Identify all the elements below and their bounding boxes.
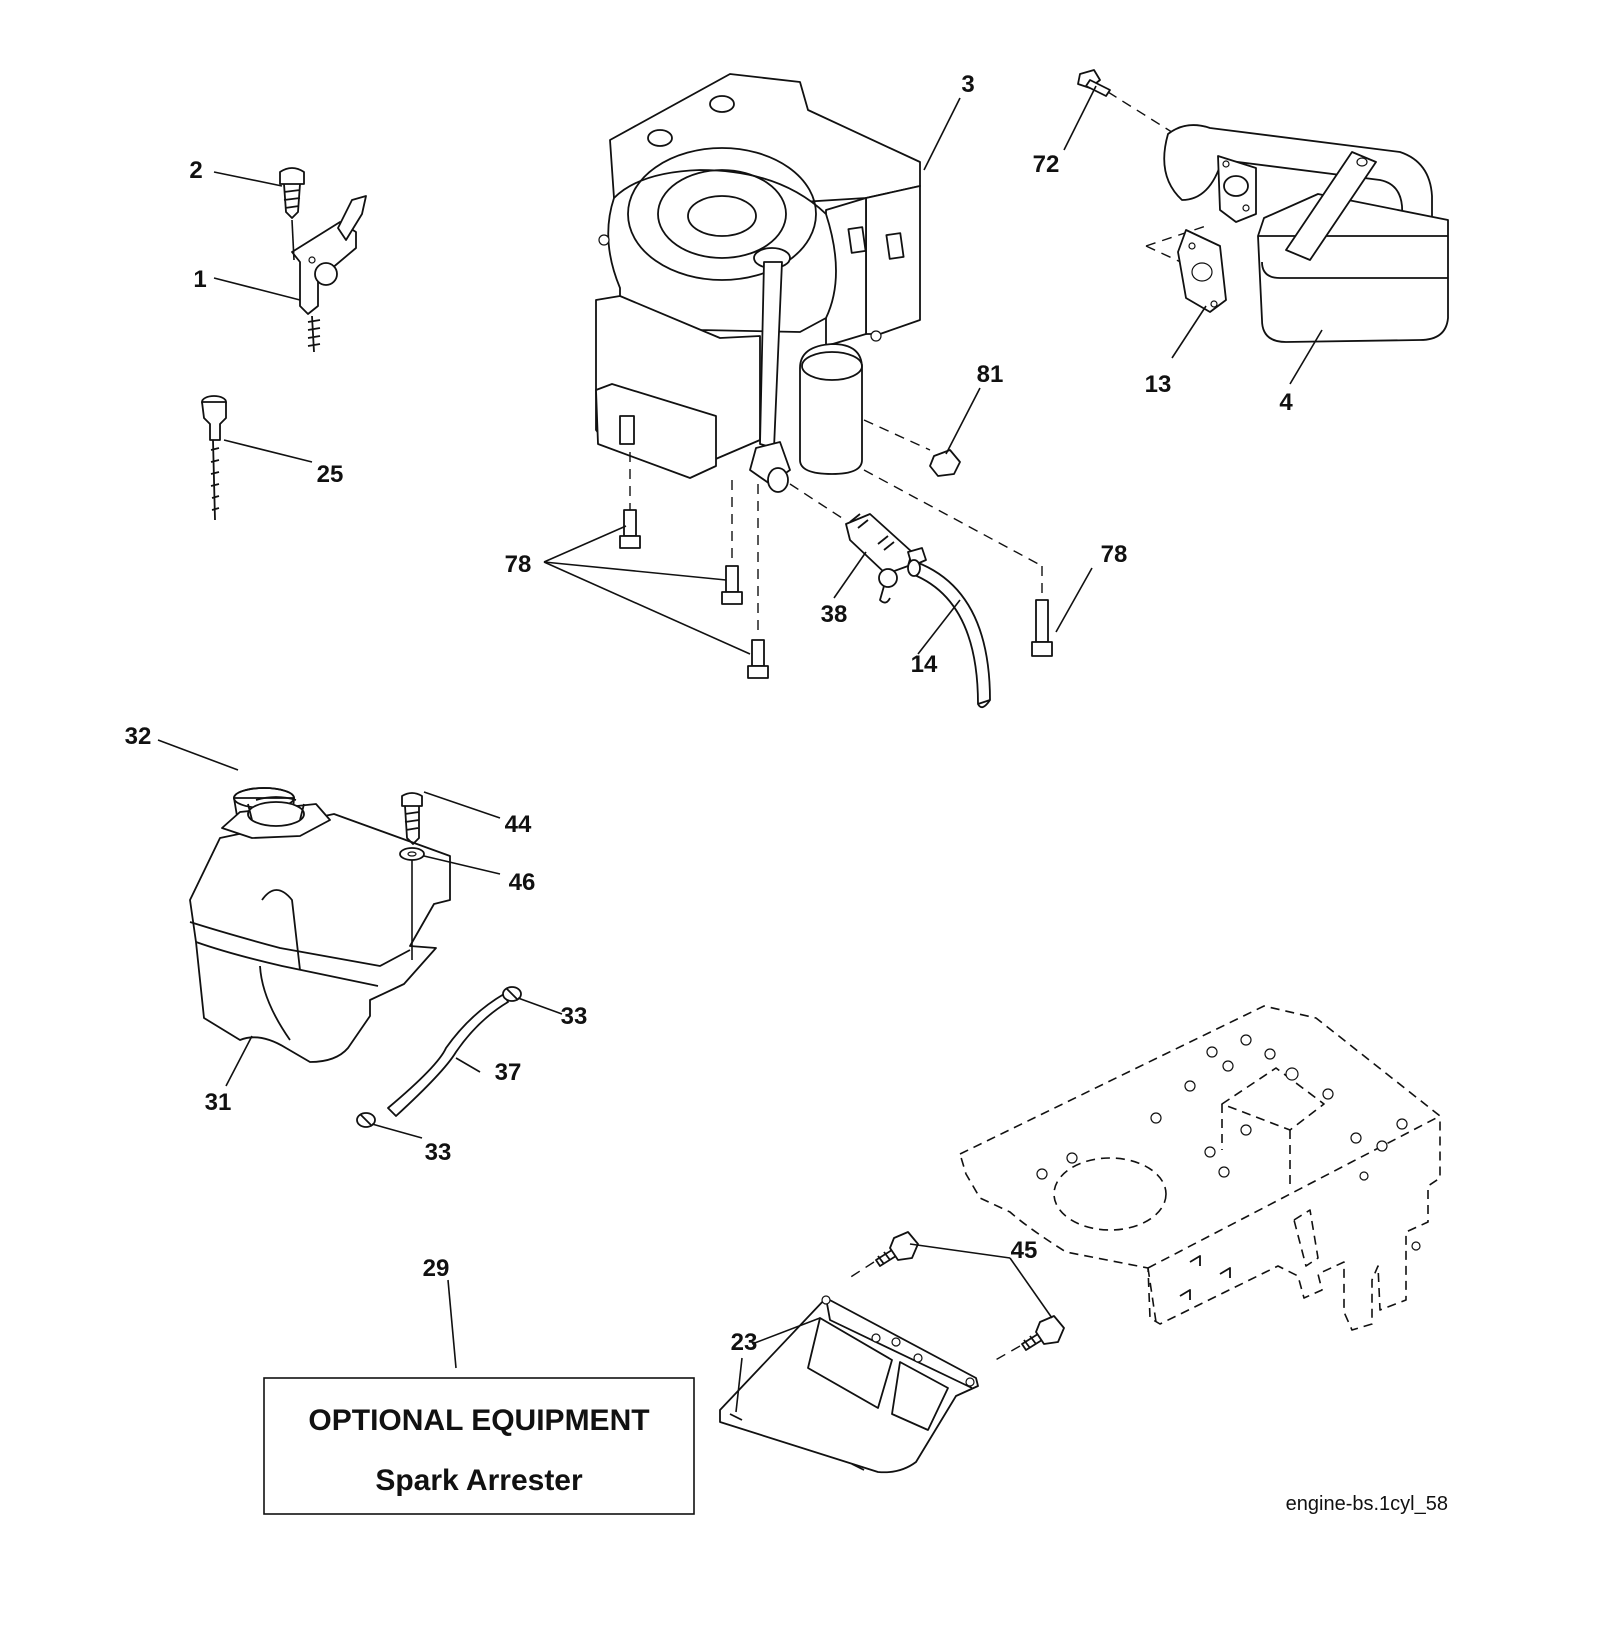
engine-part (595, 73, 921, 493)
optional-equipment-box: OPTIONAL EQUIPMENT Spark Arrester (263, 1377, 695, 1515)
callout-14: 14 (911, 651, 938, 678)
callout-31: 31 (205, 1089, 232, 1116)
optional-equipment-item: Spark Arrester (375, 1464, 583, 1497)
shield-screw-part-45a (845, 1231, 919, 1281)
tank-screw-part-44 (401, 792, 423, 845)
hose-clamp-part-33b (356, 1112, 376, 1128)
callout-29: 29 (423, 1255, 450, 1282)
shield-screw-part-45b (991, 1315, 1065, 1363)
leader-lines (157, 85, 1323, 1413)
callout-37: 37 (495, 1059, 522, 1086)
document-id: engine-bs.1cyl_58 (1286, 1493, 1448, 1515)
callout-78-right: 78 (1101, 541, 1128, 568)
callout-3: 3 (961, 71, 974, 98)
choke-knob-part (201, 395, 227, 521)
optional-equipment-title: OPTIONAL EQUIPMENT (308, 1404, 649, 1437)
exhaust-bolt-part-72 (1077, 69, 1211, 157)
gasket-part-13 (1145, 225, 1227, 313)
callout-32: 32 (125, 723, 152, 750)
callout-78-left: 78 (505, 551, 532, 578)
callout-81: 81 (977, 361, 1004, 388)
callout-25: 25 (317, 461, 344, 488)
callout-45: 45 (1011, 1237, 1038, 1264)
callout-13: 13 (1145, 371, 1172, 398)
callout-1: 1 (193, 266, 206, 293)
heat-shield-part-23 (719, 1295, 979, 1474)
hose-clamp-part-33a (502, 986, 522, 1002)
throttle-control-part (291, 195, 367, 353)
callout-44: 44 (505, 811, 532, 838)
callout-46: 46 (509, 869, 536, 896)
washer-part-46 (399, 847, 425, 960)
callout-38: 38 (821, 601, 848, 628)
drain-valve-part-38 (789, 483, 927, 604)
callout-4: 4 (1279, 389, 1293, 416)
muffler-part (1163, 124, 1449, 343)
engine-bolts-part-78 (619, 452, 1053, 679)
callout-33-upper: 33 (561, 1003, 588, 1030)
screw-part-2 (279, 167, 305, 261)
fitting-part-81 (863, 419, 961, 477)
callout-2: 2 (189, 157, 202, 184)
chassis-frame-reference (959, 1005, 1441, 1331)
callout-33-lower: 33 (425, 1139, 452, 1166)
drain-hose-part-14 (907, 559, 991, 709)
callout-72: 72 (1033, 151, 1060, 178)
fuel-tank-part (189, 796, 451, 1063)
fuel-line-part-37 (387, 993, 509, 1117)
callout-23: 23 (731, 1329, 758, 1356)
